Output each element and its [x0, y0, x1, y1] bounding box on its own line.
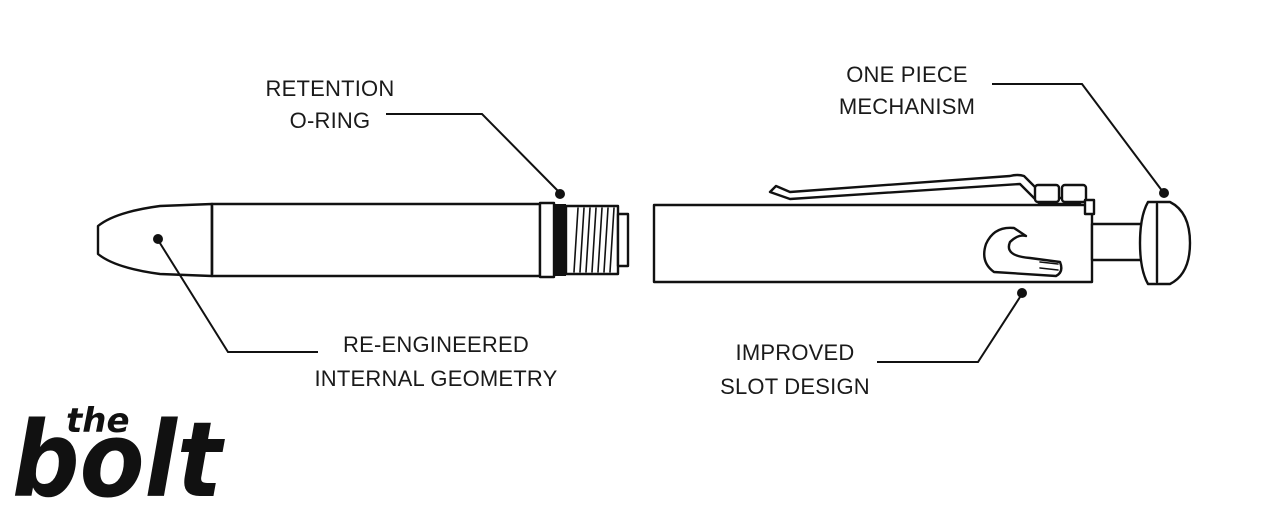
geometry-dot [153, 234, 163, 244]
logo-word-the: the [66, 401, 130, 441]
thread-collar [538, 201, 556, 279]
front-barrel [210, 202, 542, 278]
pocket-clip [768, 173, 1082, 206]
callouts: RETENTION O-RING ONE PIECE MECHANISM RE-… [266, 62, 975, 399]
thread-end-cap [616, 212, 630, 268]
retention-label-2: O-RING [290, 108, 371, 133]
mechanism-label-1: ONE PIECE [846, 62, 968, 87]
the-bolt-logo: the bolt [12, 399, 225, 514]
leader-lines [153, 83, 1169, 363]
mechanism-label-2: MECHANISM [839, 94, 975, 119]
clip-screw-2 [1060, 183, 1088, 204]
slot-dot [1017, 288, 1027, 298]
slot-label-1: IMPROVED [736, 340, 855, 365]
retention-leader [386, 113, 561, 194]
plunger-shaft [1090, 222, 1148, 262]
retention-dot [555, 189, 565, 199]
slot-leader [877, 293, 1023, 363]
clip-screw-1 [1033, 183, 1061, 204]
slot-detail [1039, 261, 1059, 271]
thread-lines [573, 207, 615, 273]
rear-step [1083, 198, 1096, 216]
pen-rear-section [652, 173, 1192, 286]
logo-word-bolt: bolt [12, 399, 225, 514]
geometry-label-2: INTERNAL GEOMETRY [315, 366, 558, 391]
mechanism-dot [1159, 188, 1169, 198]
geometry-label-1: RE-ENGINEERED [343, 332, 529, 357]
slot-label-2: SLOT DESIGN [720, 374, 870, 399]
retention-label-1: RETENTION [266, 76, 395, 101]
geometry-leader [157, 239, 318, 353]
pen-front-section [96, 201, 630, 279]
plunger-knob [1138, 200, 1192, 286]
mechanism-leader [992, 83, 1164, 193]
bolt-slot [983, 226, 1063, 278]
retention-o-ring [555, 204, 566, 276]
